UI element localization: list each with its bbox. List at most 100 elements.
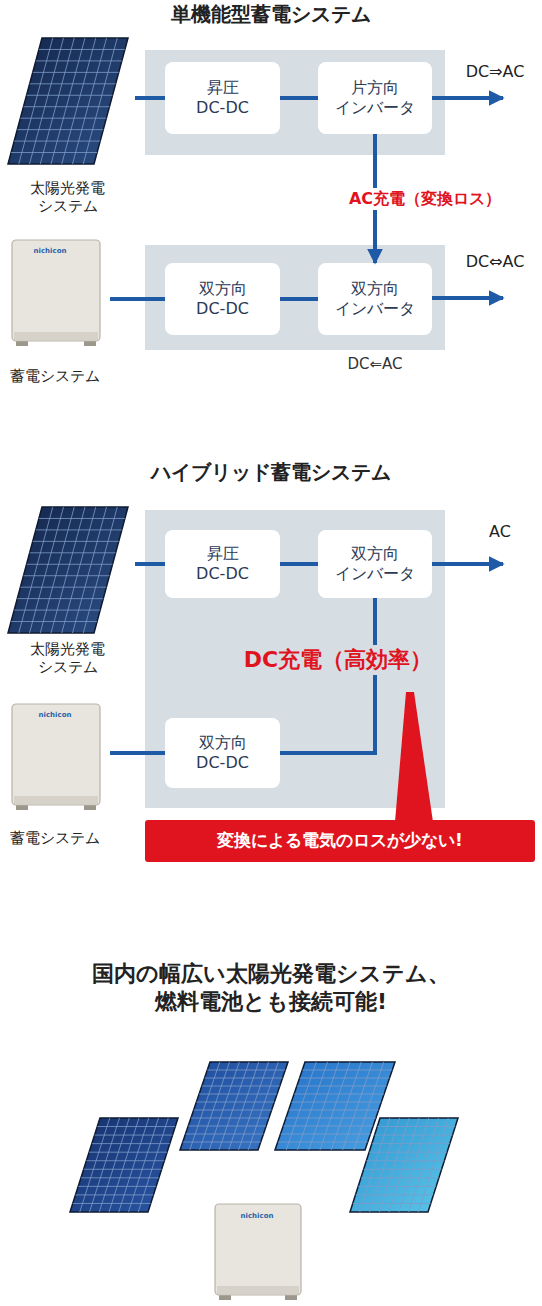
solar-cell-line bbox=[377, 1126, 455, 1127]
battery-node: 蓄電システム bbox=[0, 236, 110, 386]
solar-cell-line bbox=[389, 1118, 419, 1212]
solar-cell-line bbox=[36, 529, 122, 530]
connector bbox=[135, 562, 165, 566]
solar-panel-frame bbox=[180, 1062, 288, 1150]
solar-panel-frame bbox=[350, 1118, 458, 1212]
battery-drawing bbox=[12, 704, 100, 810]
solar-cell-line bbox=[309, 1062, 339, 1150]
solar-cell-line bbox=[196, 1102, 274, 1103]
solar-cell-line bbox=[97, 1126, 175, 1127]
solar-cell-line bbox=[343, 1062, 373, 1150]
solar-panel-frame bbox=[275, 1062, 395, 1150]
solar-cell-line bbox=[183, 1142, 261, 1143]
solar-panel-node: 太陽光発電 システム bbox=[0, 505, 135, 677]
output-label: DC⇔AC bbox=[450, 252, 540, 272]
solar-cell-line bbox=[75, 1194, 153, 1195]
solar-cell-line bbox=[30, 83, 116, 84]
solar-panel-drawing bbox=[180, 1062, 288, 1150]
solar-cell-line bbox=[358, 1186, 436, 1187]
solar-cell-line bbox=[300, 1078, 390, 1079]
solar-cell-line bbox=[92, 1143, 170, 1144]
solar-cell-line bbox=[73, 507, 107, 633]
solar-cell-line bbox=[138, 1118, 168, 1212]
solar-cell-line bbox=[366, 1160, 444, 1161]
solar-cell-line bbox=[14, 610, 100, 611]
battery-foot bbox=[219, 1294, 231, 1300]
solar-cell-line bbox=[360, 1118, 390, 1212]
battery-body bbox=[215, 1204, 301, 1295]
output-arrows bbox=[432, 98, 503, 564]
logo-text: nichicon bbox=[20, 247, 80, 256]
solar-cell-line bbox=[33, 72, 119, 73]
solar-cell-line bbox=[86, 1160, 164, 1161]
solar-panel-node: 太陽光発電 システム bbox=[0, 36, 135, 216]
solar-cell-line bbox=[20, 118, 106, 119]
solar-cell-line bbox=[191, 1118, 269, 1119]
solar-cell-line bbox=[62, 38, 96, 164]
solar-cell-line bbox=[190, 1062, 220, 1150]
output-arrow bbox=[432, 562, 503, 566]
solar-cell-line bbox=[229, 1062, 259, 1150]
section-heading: ハイブリッド蓄電システム bbox=[0, 460, 542, 485]
panel-label: DC⇐AC bbox=[330, 355, 420, 374]
solar-cell-line bbox=[40, 507, 74, 633]
callout-pointer bbox=[395, 692, 433, 822]
output-label: DC⇒AC bbox=[450, 62, 540, 82]
solar-cell-line bbox=[20, 587, 106, 588]
output-label: AC bbox=[470, 522, 530, 542]
solar-cell-line bbox=[379, 1118, 409, 1212]
solar-cell-line bbox=[372, 1143, 450, 1144]
converter-box: 昇圧 DC-DC bbox=[165, 530, 280, 598]
solar-cell-line bbox=[194, 1110, 272, 1111]
box-text: 双方向 インバータ bbox=[318, 544, 432, 584]
solar-cell-line bbox=[95, 1135, 173, 1136]
solar-cell-line bbox=[119, 1118, 149, 1212]
solar-cell-line bbox=[361, 1177, 439, 1178]
solar-cell-line bbox=[51, 507, 85, 633]
solar-cell-line bbox=[283, 1126, 373, 1127]
caption: 太陽光発電 システム bbox=[0, 179, 135, 217]
solar-cell-line bbox=[14, 141, 100, 142]
box-text: 双方向 DC-DC bbox=[165, 733, 280, 773]
callout-text: 変換による電気のロスが少ない! bbox=[145, 830, 535, 851]
solar-cell-line bbox=[209, 1062, 239, 1150]
solar-panel-frame bbox=[8, 38, 128, 164]
solar-cell-line bbox=[73, 1203, 151, 1204]
battery-drawing bbox=[12, 240, 100, 346]
solar-cell-line bbox=[202, 1086, 280, 1087]
solar-cell-line bbox=[239, 1062, 269, 1150]
solar-cell-line bbox=[369, 1152, 447, 1153]
caption: 蓄電システム bbox=[0, 829, 110, 848]
solar-cell-line bbox=[370, 1118, 400, 1212]
solar-cell-line bbox=[205, 1078, 283, 1079]
solar-cell-line bbox=[129, 1118, 159, 1212]
solar-cell-line bbox=[185, 1134, 263, 1135]
solar-cell-line bbox=[80, 1118, 110, 1212]
solar-cell-line bbox=[23, 575, 109, 576]
solar-cell-line bbox=[207, 1070, 285, 1071]
solar-cell-line bbox=[39, 518, 125, 519]
solar-cell-line bbox=[291, 1102, 381, 1103]
caption: 蓄電システム bbox=[0, 367, 110, 386]
solar-cell-line bbox=[200, 1062, 230, 1150]
callout-box: 変換による電気のロスが少ない! bbox=[145, 820, 535, 862]
solar-cell-line bbox=[33, 541, 119, 542]
solar-cell-line bbox=[302, 1070, 392, 1071]
converter-panel: DC⇐AC双方向 DC-DC双方向 インバータ bbox=[145, 245, 445, 350]
solar-cell-line bbox=[409, 1118, 439, 1212]
solar-cell-line bbox=[62, 507, 96, 633]
solar-cell-line bbox=[286, 1118, 376, 1119]
solar-cell-line bbox=[418, 1118, 448, 1212]
battery-base bbox=[217, 1286, 299, 1294]
solar-cell-line bbox=[286, 1062, 316, 1150]
solar-panel-frame bbox=[70, 1118, 178, 1212]
solar-cell-line bbox=[331, 1062, 361, 1150]
solar-cell-line bbox=[278, 1142, 368, 1143]
solar-cell-line bbox=[109, 1118, 139, 1212]
solar-cell-line bbox=[51, 38, 85, 164]
solar-cell-line bbox=[27, 564, 113, 565]
battery-base bbox=[14, 332, 98, 340]
connector bbox=[280, 96, 318, 100]
solar-cell-line bbox=[90, 1118, 120, 1212]
solar-cell-line bbox=[17, 129, 103, 130]
